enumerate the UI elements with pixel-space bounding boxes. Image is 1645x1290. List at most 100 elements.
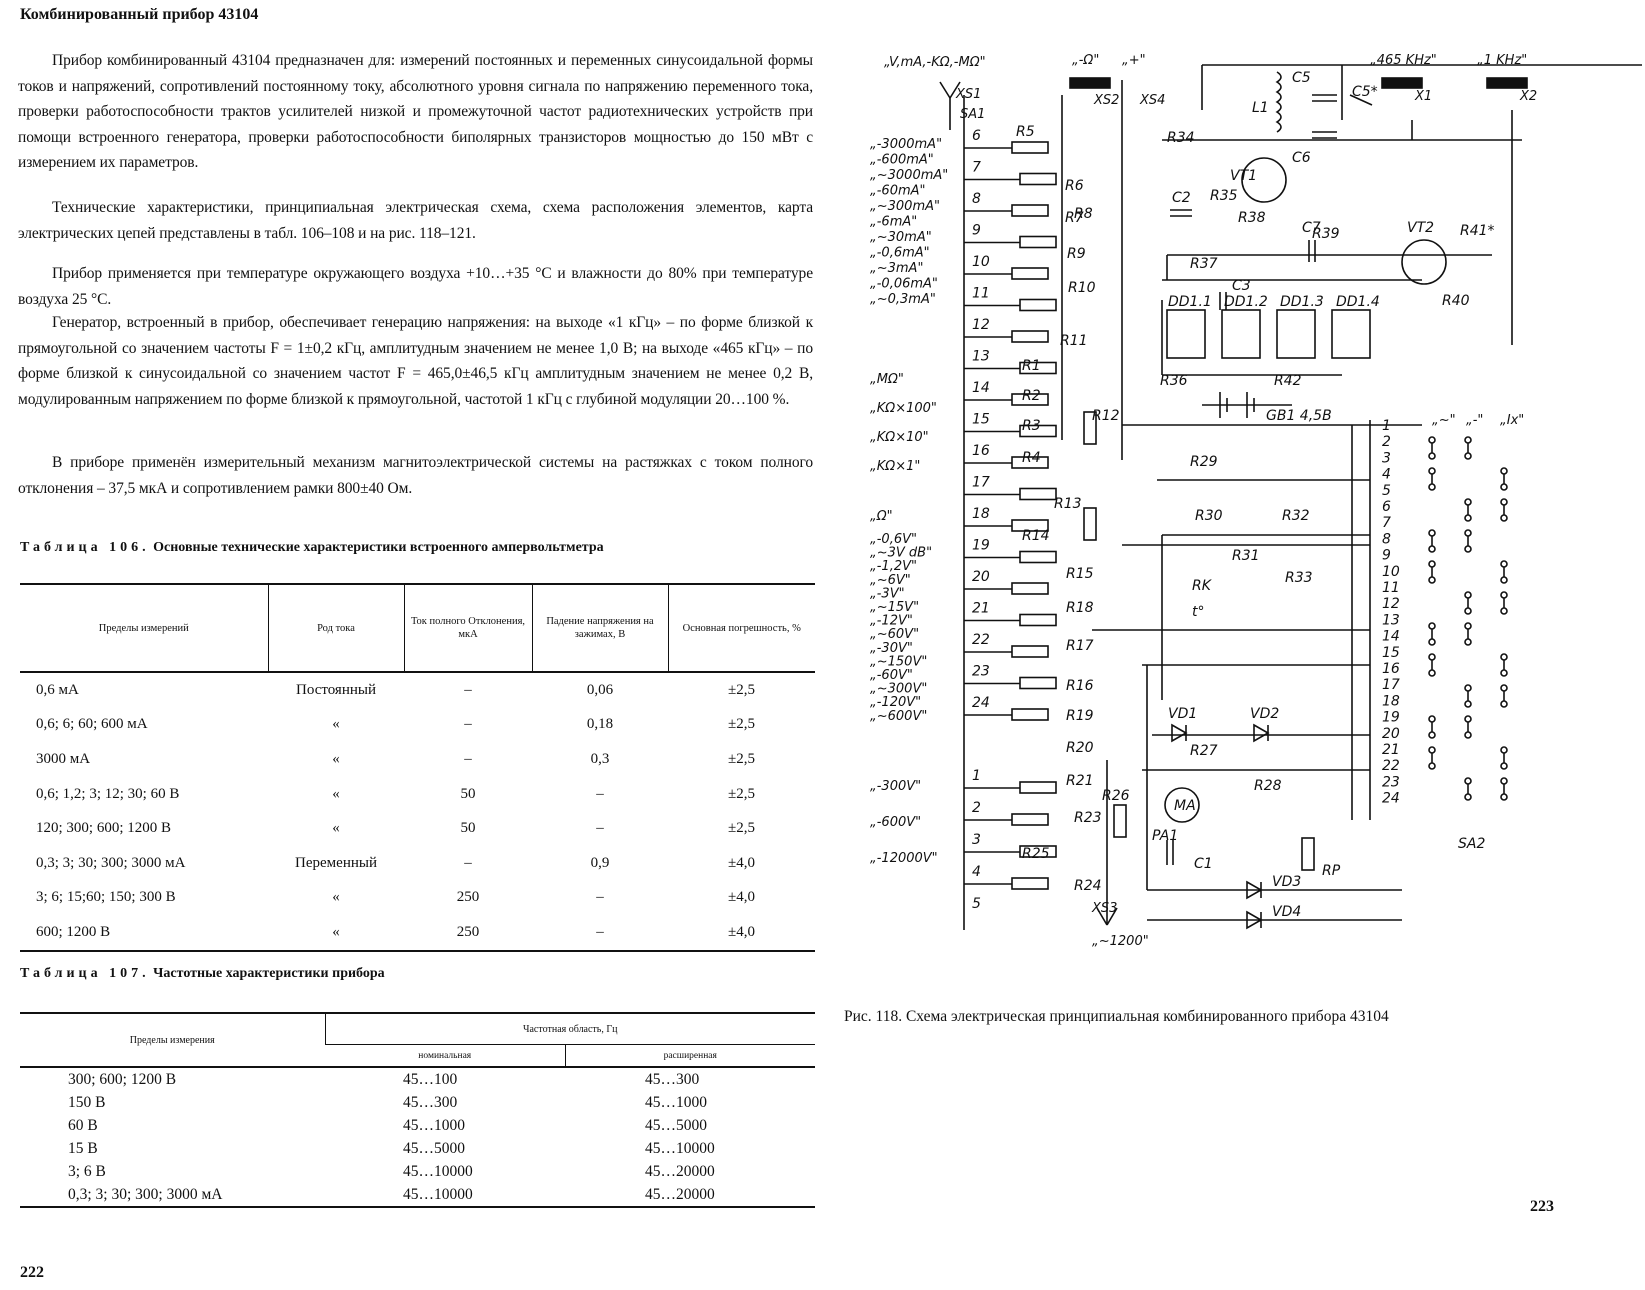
paragraph-4: Генератор, встроенный в прибор, обеспечи… (18, 314, 813, 408)
table106-row: 0,6; 1,2; 3; 12; 30; 60 В«50–±2,5 (20, 777, 815, 812)
resistor-label: R15 (1066, 566, 1094, 582)
sa2-contact-number: 18 (1382, 693, 1400, 709)
table106-cell: « (332, 820, 340, 837)
resistor (1083, 507, 1097, 541)
sa2-contact (1464, 607, 1472, 615)
sa2-contact-number: 20 (1382, 726, 1400, 742)
table106-cell: 0,3; 3; 30; 300; 3000 мА (36, 854, 186, 871)
range-label: „-300V" (870, 779, 921, 794)
table106-cell: « (332, 889, 340, 906)
range-label: „-0,6mA" (870, 246, 930, 261)
table106-cell: « (332, 923, 340, 940)
range-label: „KΩ×1" (870, 459, 920, 474)
table106-caption: Таблица 106. Основные технические характ… (20, 540, 604, 556)
resistor (1011, 877, 1049, 890)
range-label: „~300mA" (870, 199, 940, 214)
table106-cell: ±2,5 (728, 785, 755, 802)
table106-cell: 0,9 (590, 854, 610, 871)
range-label: „-60V" (870, 668, 913, 683)
table-106: Пределы измерений Род тока Ток полного О… (20, 583, 815, 952)
table107-cell: 0,3; 3; 30; 300; 3000 мА (68, 1185, 223, 1203)
range-label: „~60V" (870, 627, 919, 642)
range-label: „-600mA" (870, 153, 934, 168)
table107-cell: 45…10000 (645, 1139, 715, 1157)
table106-header-row: Пределы измерений Род тока Ток полного О… (20, 584, 815, 672)
range-label: „-30V" (870, 641, 913, 656)
resistor (1011, 582, 1049, 595)
sa2-contact (1500, 607, 1508, 615)
resistor (1011, 813, 1049, 826)
sa2-mode-label: „~" (1432, 413, 1456, 428)
component-label: VT1 (1230, 168, 1257, 184)
sa2-contact (1428, 622, 1436, 630)
sa2-contact-number: 10 (1382, 564, 1400, 580)
resistor-label: R24 (1074, 878, 1102, 894)
range-label: „KΩ×10" (870, 430, 929, 445)
component-label: C5 (1292, 70, 1311, 86)
resistor (1011, 204, 1049, 217)
connector-label: XS3 (1091, 901, 1117, 916)
table107-cell: 45…5000 (645, 1116, 707, 1134)
paragraph-2: Технические характеристики, принципиальн… (18, 199, 813, 242)
table107-header-freq: Частотная область, Гц (324, 1013, 815, 1045)
table106-header: Ток полного Отклонения, мкА (403, 584, 532, 672)
table106-cell: – (464, 750, 472, 767)
sa2-contact (1428, 653, 1436, 661)
resistor-label: R21 (1066, 773, 1094, 789)
connector-label: X1 (1414, 89, 1432, 104)
sa2-contact-number: 21 (1382, 742, 1400, 758)
table106-cell: ±4,0 (728, 889, 755, 906)
table106-cell: 3000 мА (36, 750, 91, 767)
sa2-contact (1428, 483, 1436, 491)
resistor-label: R37 (1190, 256, 1218, 272)
sa2-contact-number: 17 (1382, 677, 1400, 693)
paragraph-3: Прибор применяется при температуре окруж… (18, 265, 813, 308)
table106-cell: 0,3 (590, 750, 610, 767)
sa2-contact (1428, 560, 1436, 568)
sa2-contact-number: 23 (1382, 774, 1400, 790)
resistor-label: R39 (1312, 226, 1340, 242)
resistor-label: R32 (1282, 508, 1310, 524)
sa2-contact (1500, 746, 1508, 754)
table106-cell: ±2,5 (728, 716, 755, 733)
sa2-contact-number: 14 (1382, 629, 1400, 645)
component-label: C3 (1232, 278, 1251, 294)
table107-cell: 45…20000 (645, 1185, 715, 1203)
table106-cell: 0,18 (586, 716, 614, 733)
table106-cell: – (596, 889, 604, 906)
sa2-contact (1428, 529, 1436, 537)
table106-cell: – (464, 854, 472, 871)
table107-cell: 45…300 (403, 1093, 458, 1111)
paragraph-1: Прибор комбинированный 43104 предназначе… (18, 52, 813, 171)
switch-position-number: 16 (972, 443, 990, 459)
sa2-contact (1464, 793, 1472, 801)
component-label: DD1.1 (1168, 294, 1212, 310)
sa2-contact-number: 9 (1382, 548, 1391, 564)
switch-position-number: 20 (972, 569, 990, 585)
component-label: t° (1192, 604, 1205, 620)
table106-title: Основные технические характеристики встр… (153, 540, 604, 555)
rp-potentiometer (1301, 837, 1315, 871)
resistor (1011, 708, 1049, 721)
resistor (1019, 487, 1057, 501)
table107-cell: 45…300 (645, 1070, 700, 1088)
resistor-label: R3 (1022, 418, 1041, 434)
left-page: Комбинированный прибор 43104 Прибор комб… (0, 0, 822, 1290)
sa2-contact-number: 12 (1382, 596, 1400, 612)
switch-position-number: 14 (972, 380, 990, 396)
sa2-contact (1500, 793, 1508, 801)
sa2-contact-number: 24 (1382, 791, 1400, 807)
resistor-label: R16 (1066, 678, 1094, 694)
sa2-contact (1464, 700, 1472, 708)
range-label: „~3mA" (870, 261, 923, 276)
sa2-contact-number: 1 (1382, 418, 1391, 434)
range-label: „-600V" (870, 815, 921, 830)
component-label: VD1 (1168, 706, 1197, 722)
switch-position-number: 7 (972, 160, 981, 176)
table106-cell: 0,06 (586, 681, 614, 698)
logic-gates (1166, 309, 1371, 359)
switch-position-number: 21 (972, 601, 990, 617)
range-label: „~600V" (870, 709, 927, 724)
switch-position-number: 22 (972, 632, 990, 648)
